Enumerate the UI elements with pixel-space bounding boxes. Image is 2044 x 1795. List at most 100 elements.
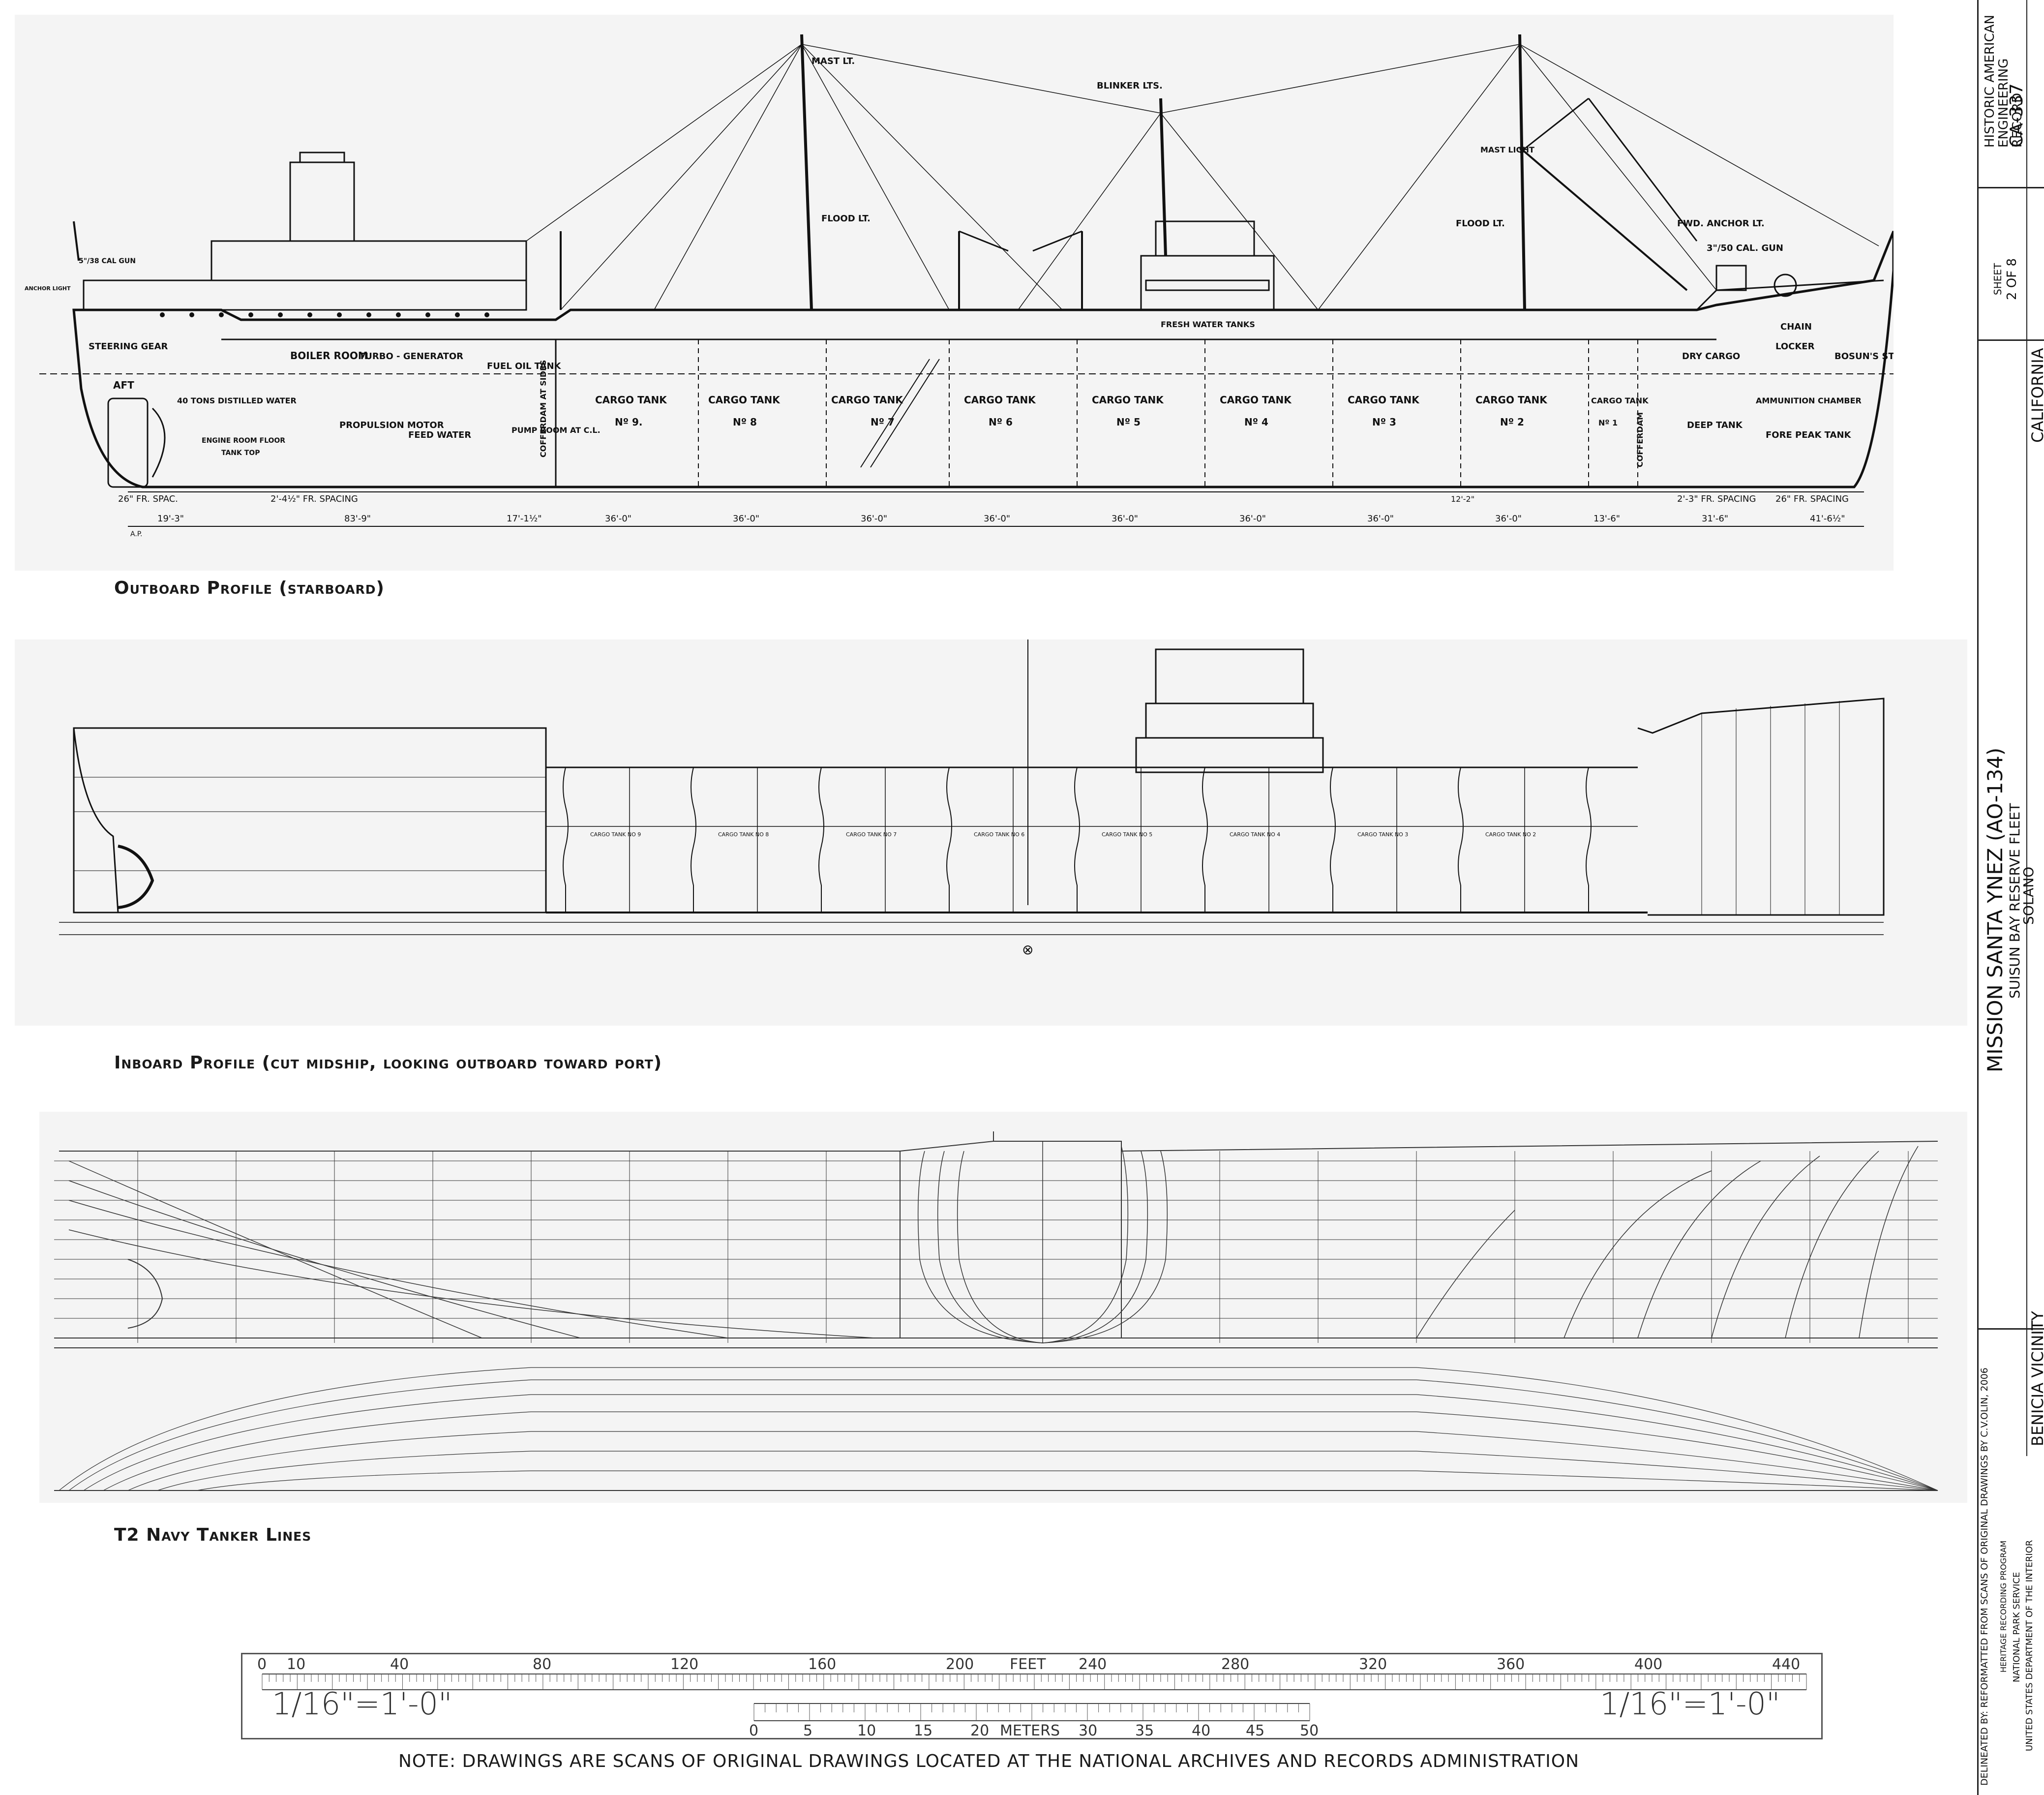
dim-fwd-len-b: 41'-6½" (1810, 514, 1845, 524)
dim-engine-len: 83'-9" (344, 514, 371, 524)
tank-1-number: Nº 1 (1598, 418, 1618, 427)
feet-tick-0: 0 (257, 1656, 267, 1673)
dim-tank3-len: 36'-0" (1367, 514, 1394, 524)
meter-tick-40: 40 (1192, 1722, 1210, 1738)
dim-engine-frame: 2'-4½" FR. SPACING (271, 494, 358, 504)
record-number: CA-337 (2007, 83, 2027, 148)
inboard-tank-5: CARGO TANK NO 5 (1102, 831, 1152, 838)
label-ammunition-chamber: AMMUNITION CHAMBER (1756, 396, 1862, 405)
dim-tank9-len: 36'-0" (605, 514, 631, 524)
feet-tick-40: 40 (390, 1656, 409, 1673)
tank-7-number: Nº 7 (871, 416, 895, 428)
label-deep-tank: DEEP TANK (1687, 420, 1743, 430)
dim-fwd-frame-b: 26" FR. SPACING (1775, 494, 1849, 504)
state-name: CALIFORNIA (2028, 348, 2044, 443)
outboard-profile-caption: Outboard Profile (starboard) (114, 578, 385, 598)
inboard-tank-8: CARGO TANK NO 8 (718, 831, 769, 838)
title-block: HISTORIC AMERICAN ENGINEERING RECORD CA-… (1977, 0, 2044, 1795)
lines-plan-caption: T2 Navy Tanker Lines (114, 1525, 312, 1545)
midship-symbol: ⊗ (1022, 942, 1033, 958)
tank-2-number: Nº 2 (1500, 416, 1524, 428)
label-propulsion-motor: PROPULSION MOTOR (339, 420, 444, 430)
inboard-tank-9: CARGO TANK NO 9 (590, 831, 641, 838)
inboard-tank-2: CARGO TANK NO 2 (1485, 831, 1536, 838)
tank-4-label: CARGO TANK (1220, 394, 1292, 406)
meter-tick-5: 5 (803, 1722, 812, 1738)
label-boiler-room: BOILER ROOM (290, 350, 368, 362)
label-dry-cargo: DRY CARGO (1682, 351, 1740, 362)
dim-aft-frame: 26" FR. SPAC. (118, 494, 178, 504)
meter-tick-35: 35 (1135, 1722, 1154, 1738)
label-flood-lt-fwd: FLOOD LT. (1456, 218, 1505, 229)
meter-tick-20: 20 (970, 1722, 989, 1738)
dim-tank2-len: 36'-0" (1495, 514, 1522, 524)
lines-plan-svg (54, 1131, 1938, 1491)
agency-program: HERITAGE RECORDING PROGRAM (1999, 1540, 2008, 1673)
tank-5-number: Nº 5 (1116, 416, 1141, 428)
tank-8-number: Nº 8 (733, 416, 757, 428)
feet-label: FEET (1010, 1656, 1046, 1673)
scale-bar-svg: 0 10 40 80 120 160 200 FEET 240 280 320 … (257, 1656, 1807, 1739)
label-mast-lt-aft: MAST LT. (812, 56, 855, 66)
meter-tick-45: 45 (1246, 1722, 1264, 1738)
scale-ratio-right: 1/16"=1'-0" (1600, 1686, 1780, 1722)
label-fuel-oil-tank: FUEL OIL TANK (487, 361, 562, 371)
label-aft: AFT (113, 379, 134, 391)
tank-8-label: CARGO TANK (708, 394, 781, 406)
label-cofferdam-sides: COFFERDAM AT SIDES (539, 360, 548, 457)
label-blinker: BLINKER LTS. (1097, 81, 1163, 91)
vessel-name: MISSION SANTA YNEZ (AO-134) (1983, 747, 2007, 1072)
label-steering-gear: STEERING GEAR (89, 341, 168, 352)
dim-mid-spacing: 12'-2" (1451, 494, 1474, 504)
label-flood-lt-aft: FLOOD LT. (821, 213, 871, 224)
inboard-profile-caption: Inboard Profile (cut midship, looking ou… (114, 1053, 662, 1073)
sheet-label: SHEET (1992, 263, 2004, 295)
scale-ratio-left: 1/16"=1'-0" (272, 1686, 452, 1722)
dim-tank6-len: 36'-0" (984, 514, 1010, 524)
tank-3-label: CARGO TANK (1348, 394, 1420, 406)
dim-tank8-len: 36'-0" (733, 514, 759, 524)
label-chain: CHAIN (1780, 322, 1812, 332)
label-tank-top: TANK TOP (221, 449, 260, 457)
label-feed-water: FEED WATER (408, 430, 471, 440)
county-name: SOLANO (2020, 866, 2037, 925)
tank-2-label: CARGO TANK (1475, 394, 1548, 406)
feet-tick-400: 400 (1634, 1656, 1662, 1673)
outboard-profile-svg: MAST LT. BLINKER LTS. MAST LIGHT FLOOD L… (25, 34, 1894, 538)
feet-tick-80: 80 (533, 1656, 551, 1673)
meter-tick-0: 0 (749, 1722, 758, 1738)
dim-pump-len: 17'-1½" (507, 514, 542, 524)
label-fwd-anchor-lt: FWD. ANCHOR LT. (1677, 218, 1765, 229)
tank-7-label: CARGO TANK (831, 394, 903, 406)
inboard-tank-6: CARGO TANK NO 6 (974, 831, 1024, 838)
sheet-number: 2 OF 8 (2005, 258, 2019, 300)
feet-tick-320: 320 (1359, 1656, 1387, 1673)
inboard-profile-svg: CARGO TANK NO 9 CARGO TANK NO 8 CARGO TA… (59, 639, 1885, 958)
meters-label: METERS (1000, 1722, 1060, 1738)
feet-tick-280: 280 (1221, 1656, 1249, 1673)
dim-aft-len: 19'-3" (157, 514, 184, 524)
label-anchor-light: ANCHOR LIGHT (25, 285, 71, 292)
feet-tick-360: 360 (1497, 1656, 1525, 1673)
tank-9-number: Nº 9. (615, 416, 643, 428)
tank-9-label: CARGO TANK (595, 394, 667, 406)
label-pump-room: PUMP ROOM AT C.L. (511, 426, 601, 435)
inboard-tank-3: CARGO TANK NO 3 (1357, 831, 1408, 838)
tank-6-number: Nº 6 (989, 416, 1013, 428)
tank-5-label: CARGO TANK (1092, 394, 1164, 406)
dim-tank5-len: 36'-0" (1112, 514, 1138, 524)
city-name: BENICIA VICINITY (2028, 1311, 2044, 1446)
label-engine-room-floor: ENGINE ROOM FLOOR (202, 437, 285, 445)
dim-tank7-len: 36'-0" (861, 514, 887, 524)
scale-bar: 0 10 40 80 120 160 200 FEET 240 280 320 … (241, 1653, 1823, 1739)
dim-tank4-len: 36'-0" (1239, 514, 1266, 524)
tank-4-number: Nº 4 (1244, 416, 1268, 428)
meter-tick-10: 10 (857, 1722, 876, 1738)
label-gun-aft: 5"/38 CAL GUN (79, 257, 136, 265)
label-mast-light-fwd: MAST LIGHT (1480, 145, 1534, 154)
label-bosuns-stores: BOSUN'S STORES (1834, 351, 1894, 362)
agency-service: NATIONAL PARK SERVICE (2012, 1572, 2022, 1682)
feet-tick-200: 200 (946, 1656, 974, 1673)
feet-tick-10: 10 (287, 1656, 305, 1673)
agency-dept: UNITED STATES DEPARTMENT OF THE INTERIOR (2024, 1540, 2035, 1751)
